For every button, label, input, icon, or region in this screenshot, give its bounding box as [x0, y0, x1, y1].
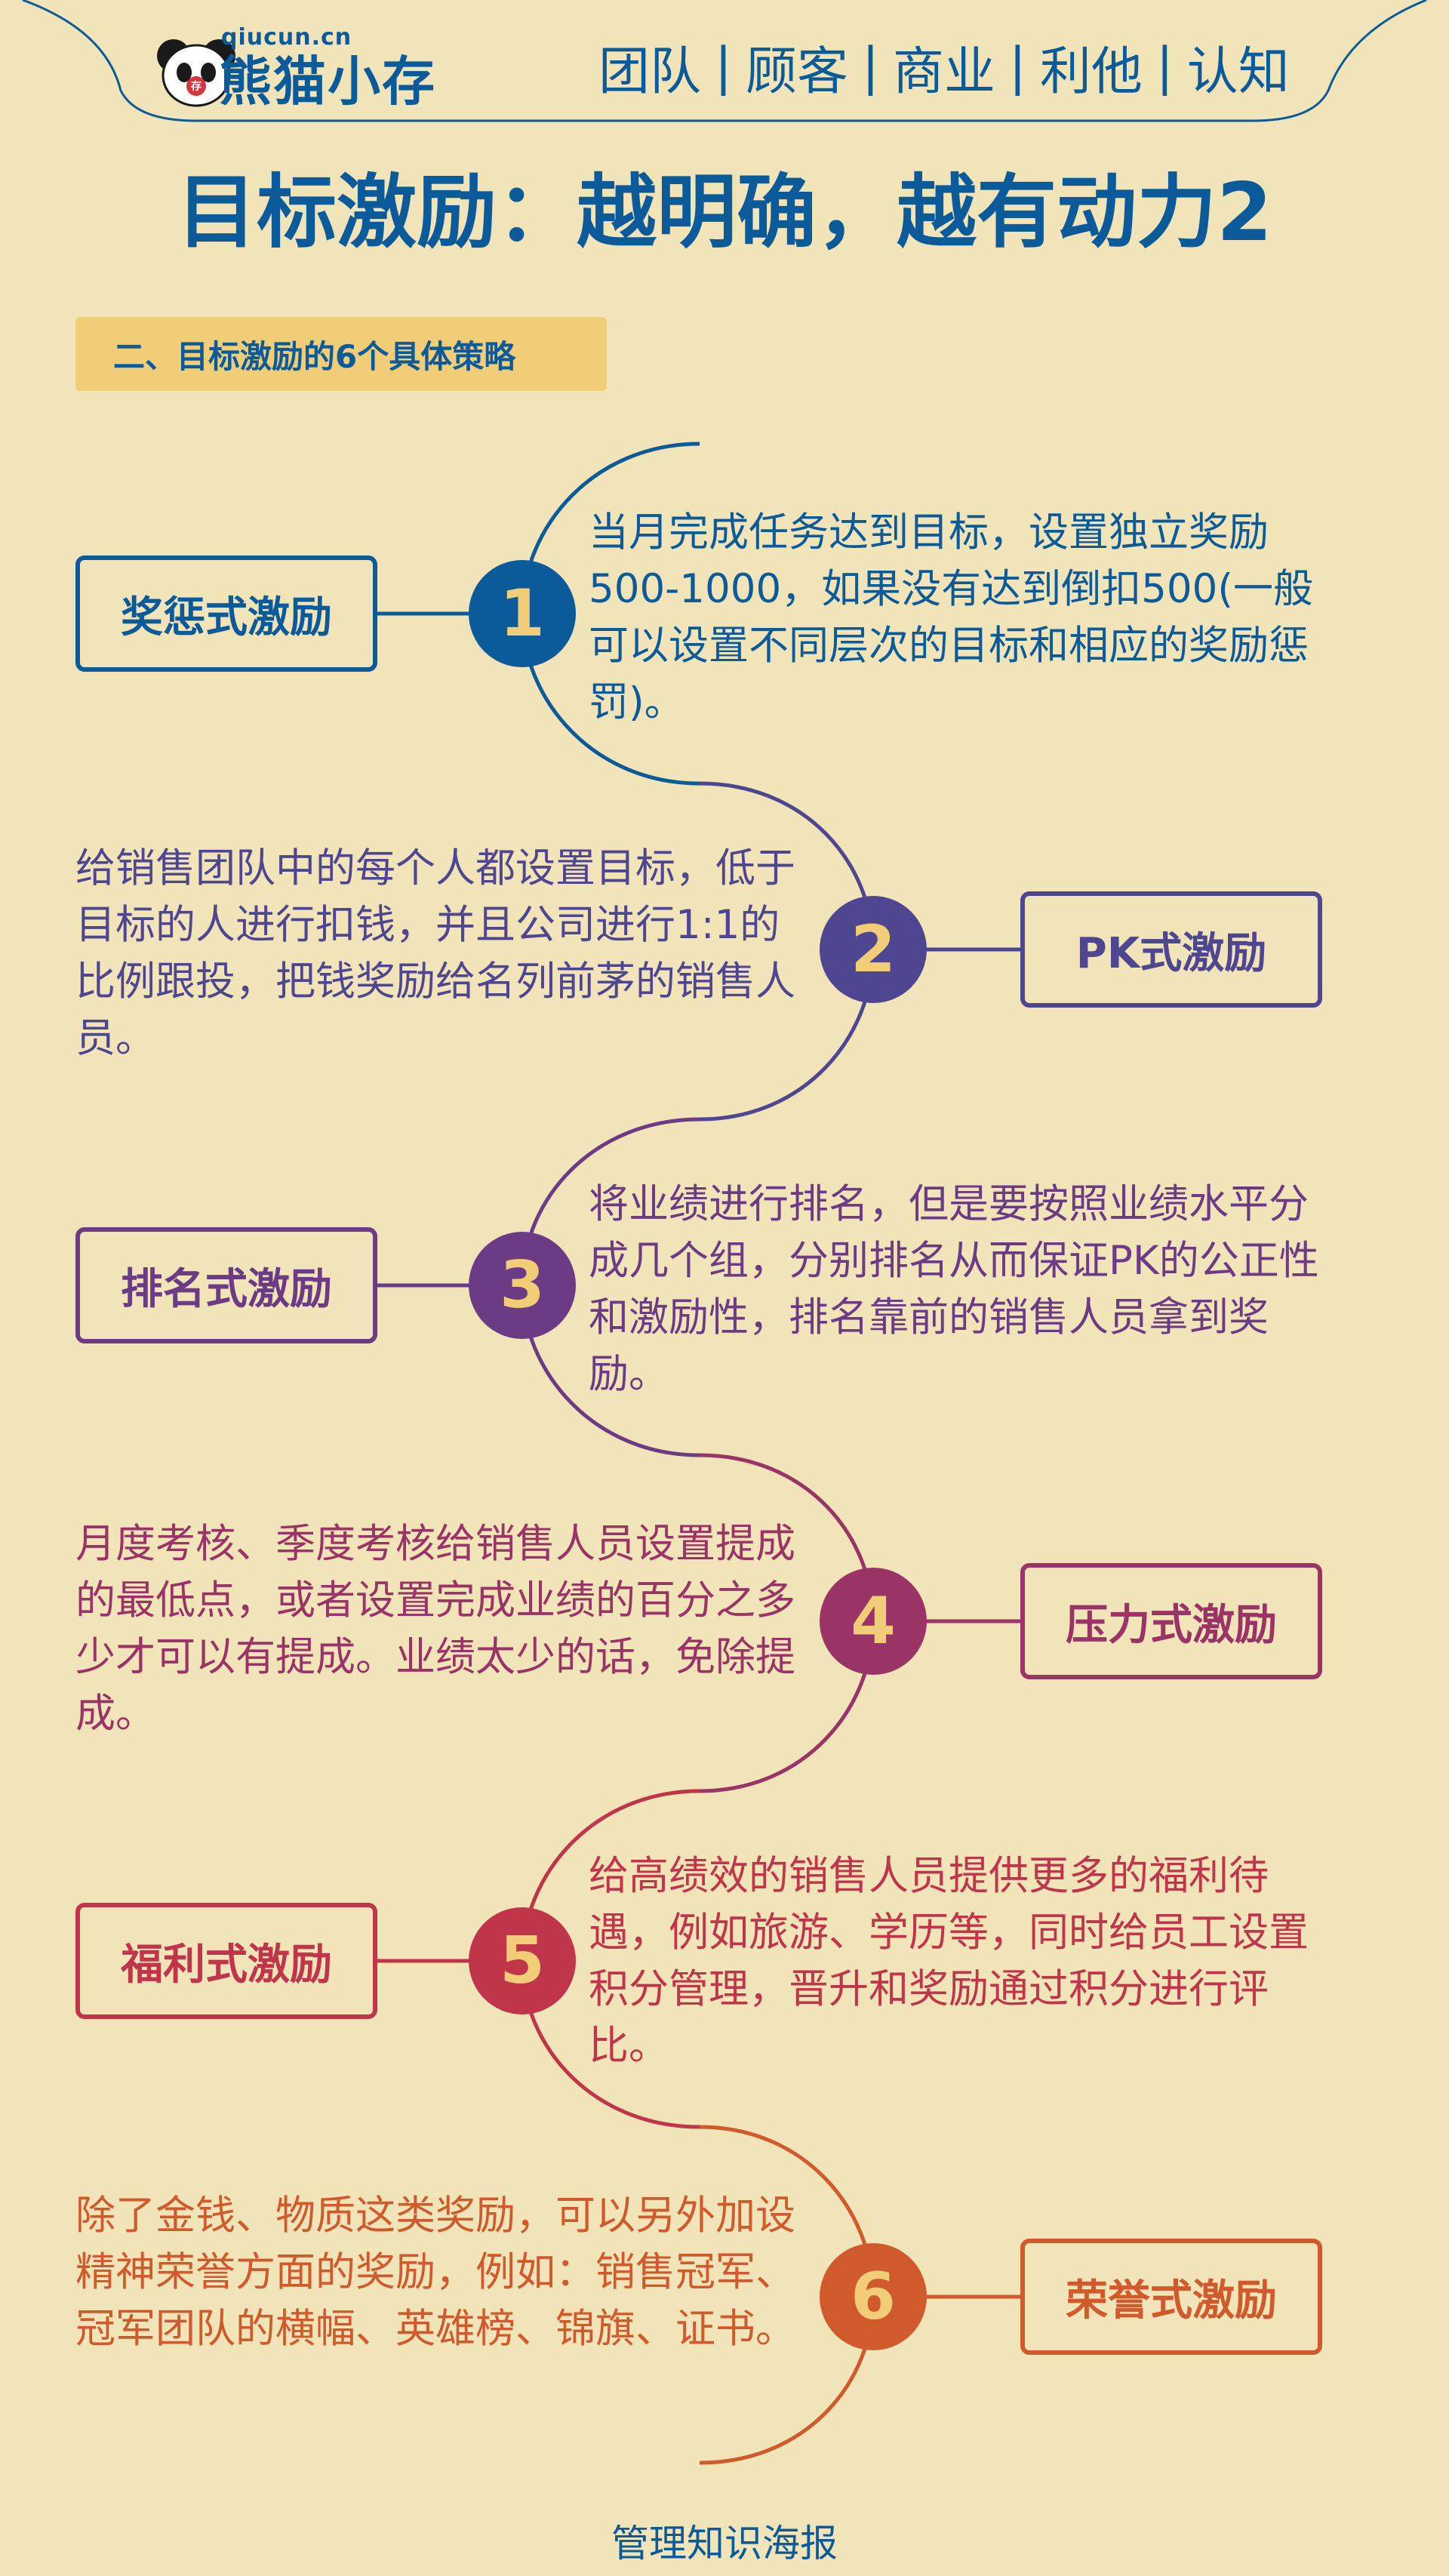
step-number-2: 2: [820, 896, 927, 1003]
step-number-6: 6: [820, 2243, 927, 2350]
step-description-5: 给高绩效的销售人员提供更多的福利待遇，例如旅游、学历等，同时给员工设置积分管理，…: [589, 1853, 1309, 2069]
nav-item-business[interactable]: 商业: [892, 42, 995, 102]
step-box-2: PK式激励: [1020, 891, 1322, 1008]
step-description-4: 月度考核、季度考核给销售人员设置提成的最低点，或者设置完成业绩的百分之多少才可以…: [75, 1521, 795, 1737]
nav-separator: |: [715, 36, 732, 97]
step-box-4: 压力式激励: [1020, 1563, 1322, 1679]
step-number-3: 3: [469, 1232, 576, 1339]
nav-item-altruism[interactable]: 利他: [1039, 42, 1143, 102]
step-description-6: 除了金钱、物质这类奖励，可以另外加设精神荣誉方面的奖励，例如：销售冠军、冠军团队…: [75, 2193, 795, 2352]
step-number-4: 4: [820, 1568, 927, 1675]
step-number-5: 5: [469, 1907, 576, 2014]
footer-caption: 管理知识海报: [611, 2522, 838, 2565]
step-box-6: 荣誉式激励: [1020, 2239, 1322, 2355]
step-description-2: 给销售团队中的每个人都设置目标，低于目标的人进行扣钱，并且公司进行1:1的比例跟…: [75, 845, 795, 1061]
nav-item-team[interactable]: 团队: [598, 42, 702, 102]
svg-text:存: 存: [191, 80, 202, 93]
brand-name: 熊猫小存: [219, 51, 436, 112]
page-title: 目标激励：越明确，越有动力2: [177, 166, 1272, 259]
nav-separator: |: [861, 36, 879, 97]
nav-separator: |: [1155, 36, 1174, 97]
section-badge: 二、目标激励的6个具体策略: [75, 317, 607, 391]
nav-item-cognition[interactable]: 认知: [1186, 42, 1290, 102]
step-box-5: 福利式激励: [75, 1903, 377, 2019]
header-arc: [22, 0, 1427, 122]
nav-separator: |: [1008, 36, 1026, 97]
brand-site: qiucun.cn: [221, 24, 352, 51]
step-description-3: 将业绩进行排名，但是要按照业绩水平分成几个组，分别排名从而保证PK的公正性和激励…: [589, 1181, 1319, 1397]
nav-bar: 团队 | 顾客 | 商业 | 利他 | 认知: [598, 36, 1290, 102]
panda-logo-icon: 存: [157, 39, 235, 107]
step-description-1: 当月完成任务达到目标，设置独立奖励500-1000，如果没有达到倒扣500(一般…: [589, 509, 1314, 725]
nav-item-customer[interactable]: 顾客: [745, 42, 848, 102]
step-box-1: 奖惩式激励: [75, 556, 377, 672]
step-box-3: 排名式激励: [75, 1227, 377, 1343]
step-number-1: 1: [469, 560, 576, 667]
